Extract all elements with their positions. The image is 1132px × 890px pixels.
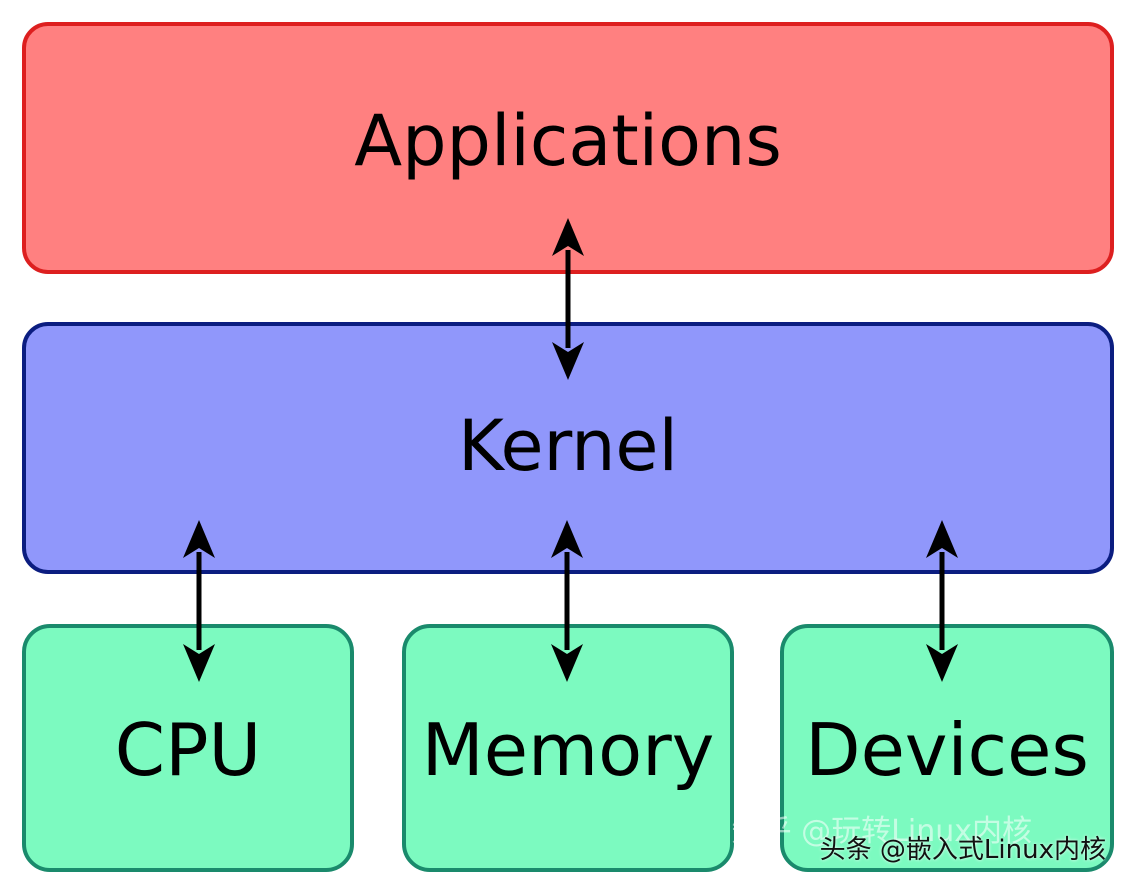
kernel-label: Kernel xyxy=(458,405,678,487)
memory-label: Memory xyxy=(421,708,715,792)
applications-layer-box: Applications xyxy=(22,22,1114,274)
cpu-box: CPU xyxy=(22,624,354,872)
applications-label: Applications xyxy=(354,100,782,182)
watermark-text: 头条 @嵌入式Linux内核 xyxy=(819,835,1106,865)
memory-box: Memory xyxy=(402,624,734,872)
watermark-faded-text: 知乎 @玩转Linux内核 xyxy=(731,814,1032,849)
devices-label: Devices xyxy=(805,708,1089,792)
kernel-layer-box: Kernel xyxy=(22,322,1114,574)
cpu-label: CPU xyxy=(114,708,262,792)
